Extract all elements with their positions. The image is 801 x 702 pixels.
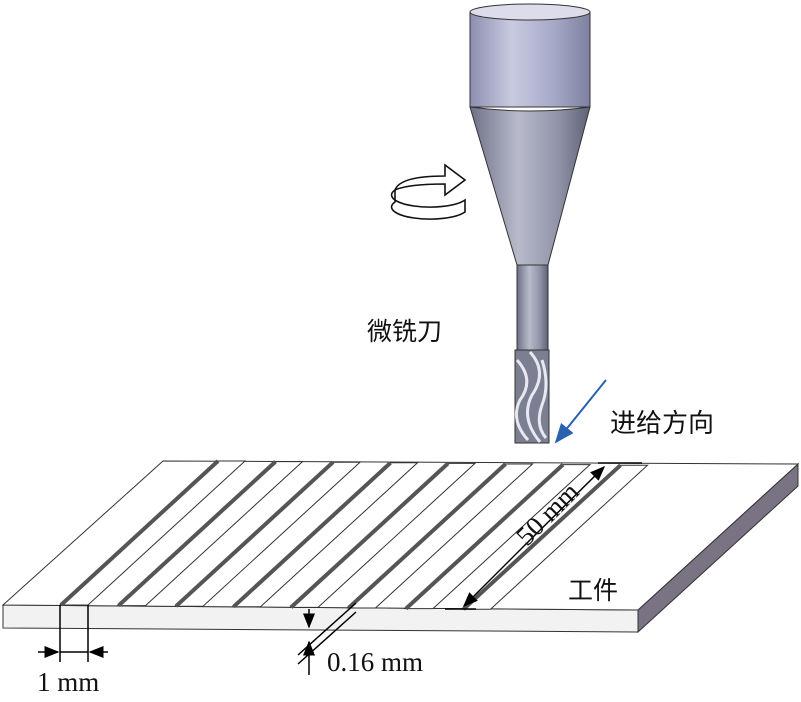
width-dimension-label: 1 mm: [37, 667, 100, 697]
dimension-lines: [38, 462, 642, 675]
workpiece: [1, 459, 800, 634]
groove-wall: [462, 463, 622, 611]
feed-direction-label: 进给方向: [610, 409, 715, 439]
depth-dimension-label: 0.16 mm: [327, 647, 424, 677]
grooves: [58, 459, 649, 611]
rotation-arrow-icon: [390, 163, 467, 220]
groove-wall: [232, 461, 392, 609]
workpiece-label: 工件: [568, 576, 619, 605]
feed-direction-arrow: [554, 379, 607, 444]
groove-wall: [59, 459, 220, 607]
groove-wall: [404, 463, 565, 611]
groove-wall: [117, 460, 277, 608]
groove-wall: [174, 460, 335, 608]
groove-wall: [347, 462, 507, 610]
micro-milling-cutter: [469, 3, 591, 444]
tool-label: 微铣刀: [367, 317, 443, 346]
groove-wall: [289, 461, 450, 609]
